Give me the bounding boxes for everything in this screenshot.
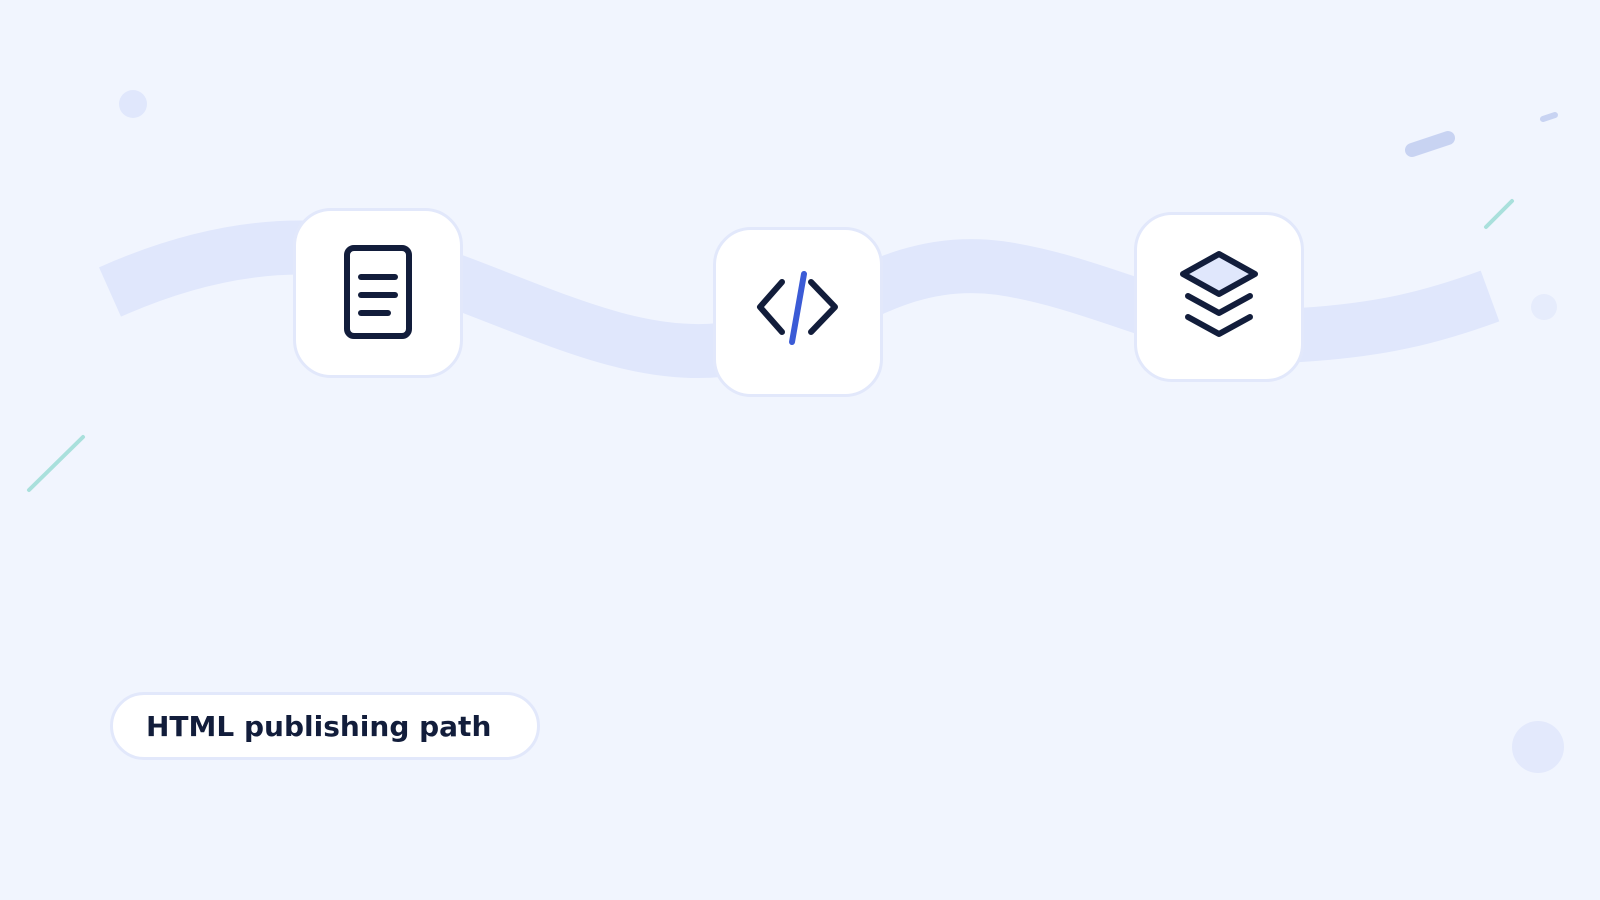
document-step-card <box>293 208 463 378</box>
caption-label: HTML publishing path <box>146 709 492 743</box>
layers-step-card <box>1134 212 1304 382</box>
decor-line <box>27 435 85 492</box>
document-icon <box>344 245 412 339</box>
decor-dot <box>1531 294 1557 320</box>
decor-dash <box>1405 131 1455 157</box>
code-icon <box>757 271 838 345</box>
decor-dot <box>119 90 147 118</box>
code-step-card <box>713 227 883 397</box>
decor-dot <box>1512 721 1564 773</box>
decor-dash <box>1540 112 1558 122</box>
decor-line <box>1484 199 1514 229</box>
layers-icon <box>1180 251 1258 337</box>
caption-pill: HTML publishing path <box>110 692 540 760</box>
